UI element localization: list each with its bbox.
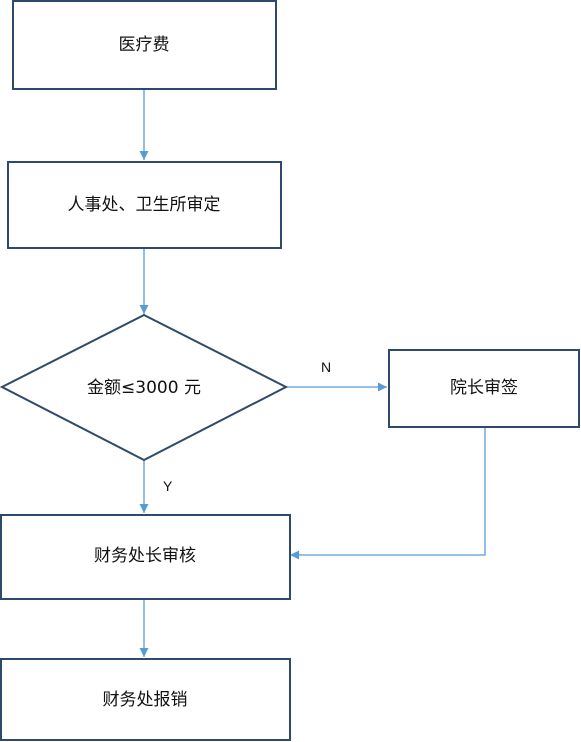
edge-label-yes: Y	[163, 478, 173, 494]
arrow-dean-to-finance-head	[290, 428, 486, 560]
node-medical-fee: 医疗费	[12, 0, 277, 90]
node-dean-sign-label: 院长审签	[450, 378, 518, 398]
node-medical-fee-box	[12, 0, 277, 90]
node-personnel-review: 人事处、卫生所审定	[7, 161, 282, 249]
node-finance-reimburse: 财务处报销	[0, 658, 291, 741]
node-dean-sign: 院长审签	[388, 349, 580, 428]
node-personnel-review-label: 人事处、卫生所审定	[68, 195, 221, 215]
node-amount-decision: 金额≤3000 元	[0, 313, 289, 462]
node-finance-head-review-label: 财务处长审核	[94, 546, 196, 566]
node-medical-fee-label: 医疗费	[119, 35, 170, 55]
node-amount-decision-label: 金额≤3000 元	[87, 378, 201, 398]
node-finance-head-review-box	[0, 514, 291, 600]
node-personnel-review-box	[7, 161, 282, 249]
node-amount-decision-diamond	[0, 313, 289, 462]
node-finance-head-review: 财务处长审核	[0, 514, 291, 600]
node-finance-reimburse-label: 财务处报销	[103, 690, 188, 710]
edge-label-no: N	[321, 359, 331, 375]
node-finance-reimburse-box	[0, 658, 291, 741]
node-dean-sign-box	[388, 349, 580, 428]
